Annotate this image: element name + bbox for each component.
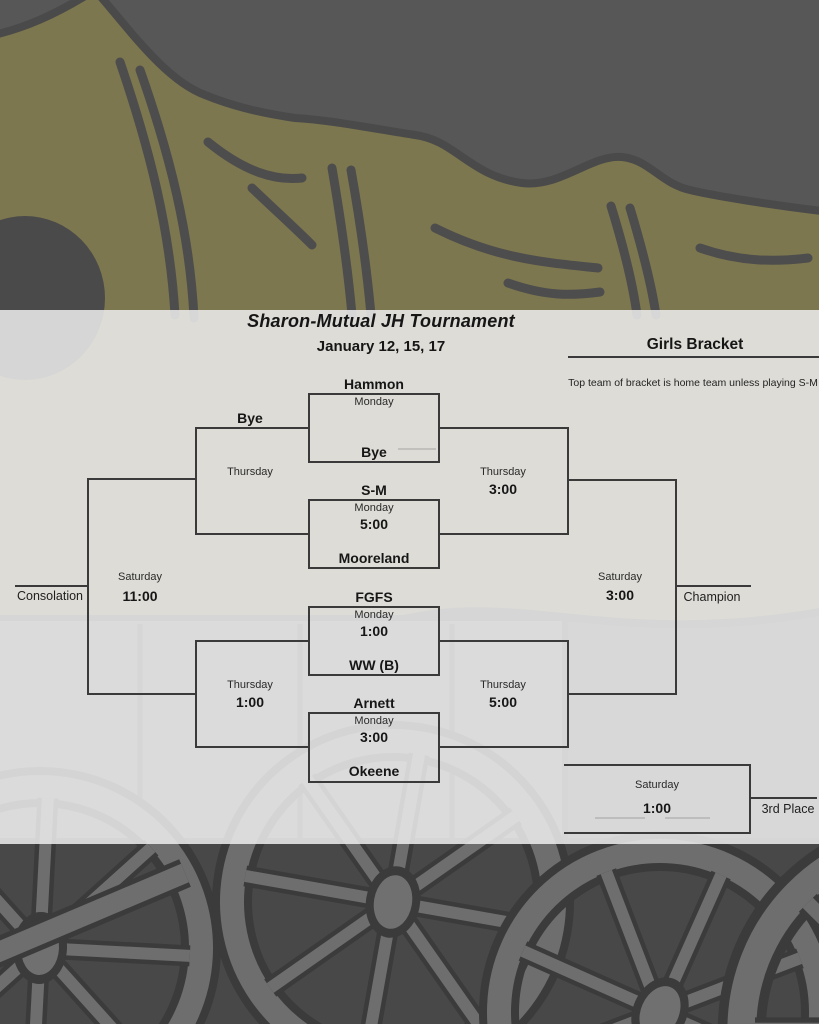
game1-bottom-team: Bye (361, 444, 387, 460)
consol-semi-top-day: Thursday (227, 466, 273, 478)
third-place-label: 3rd Place (761, 802, 815, 816)
bracket-line-final-join (675, 479, 677, 695)
game3-day: Monday (354, 609, 394, 621)
game4-top-team: Arnett (353, 695, 395, 711)
game3-box (308, 606, 440, 676)
bracket-line-semi-top-join (567, 427, 569, 535)
bracket-line-semi-bottom-winner (567, 693, 677, 695)
game4-box (308, 712, 440, 783)
final-time: 3:00 (605, 587, 635, 603)
bracket-line-l1-feeder (195, 427, 308, 429)
bracket-line-consol-bottom-winner (87, 693, 197, 695)
game2-bottom-team: Mooreland (338, 550, 410, 566)
bracket-line-l4-feeder (195, 746, 308, 748)
semi-right-top-day: Thursday (480, 466, 526, 478)
third-place-time: 1:00 (642, 800, 672, 816)
bracket-line-w2-winner (440, 533, 568, 535)
game3-top-team: FGFS (355, 589, 393, 605)
champion-label: Champion (683, 590, 741, 604)
tournament-dates: January 12, 15, 17 (316, 338, 446, 355)
bracket-line-consol-top-join (195, 427, 197, 535)
game4-time: 3:00 (359, 729, 389, 745)
bracket-line-w4-winner (440, 746, 568, 748)
page-title: Sharon-Mutual JH Tournament (247, 311, 515, 331)
final-day: Saturday (597, 571, 643, 583)
consol-semi-bottom-time: 1:00 (235, 694, 265, 710)
game2-time: 5:00 (359, 516, 389, 532)
bracket-line-w1-winner (440, 427, 568, 429)
home-team-note: Top team of bracket is home team unless … (568, 377, 818, 389)
bracket-line-semi-top-winner (567, 479, 677, 481)
game3-bottom-team: WW (B) (349, 657, 399, 673)
bracket-line-l3-feeder (195, 640, 308, 642)
consol-final-time: 11:00 (122, 588, 158, 604)
consol-final-day: Saturday (117, 571, 163, 583)
third-place-day: Saturday (634, 779, 680, 791)
semi-right-bottom-day: Thursday (480, 679, 526, 691)
bracket-name: Girls Bracket (646, 336, 744, 353)
consolation-label: Consolation (16, 589, 84, 603)
semi-right-top-time: 3:00 (488, 481, 518, 497)
game2-day: Monday (354, 502, 394, 514)
game1-top-team: Hammon (344, 376, 404, 392)
bracket-name-underline (568, 356, 819, 358)
semi-right-bottom-time: 5:00 (488, 694, 518, 710)
consol-semi-bottom-day: Thursday (227, 679, 273, 691)
bracket-line-3rd-winner (749, 797, 817, 799)
game1-day: Monday (354, 396, 394, 408)
ghost-name-line (665, 817, 710, 819)
ghost-name-line (595, 817, 645, 819)
bracket-line-l2-feeder (195, 533, 308, 535)
game1-box (308, 393, 440, 463)
ghost-name-line (398, 448, 436, 450)
game2-box (308, 499, 440, 569)
bracket-line-consol-top-winner (87, 478, 197, 480)
bracket-line-3rd-join (749, 764, 751, 834)
game4-bottom-team: Okeene (348, 763, 400, 779)
consol-top-feeder-label: Bye (237, 410, 263, 426)
bracket-line-consolation (15, 585, 89, 587)
bracket-line-3rd-top-feeder (564, 764, 751, 766)
game4-day: Monday (354, 715, 394, 727)
bracket-line-3rd-bottom-feeder (564, 832, 751, 834)
bracket-line-w3-winner (440, 640, 568, 642)
bracket-line-champion (675, 585, 751, 587)
game2-top-team: S-M (361, 482, 387, 498)
game3-time: 1:00 (359, 623, 389, 639)
